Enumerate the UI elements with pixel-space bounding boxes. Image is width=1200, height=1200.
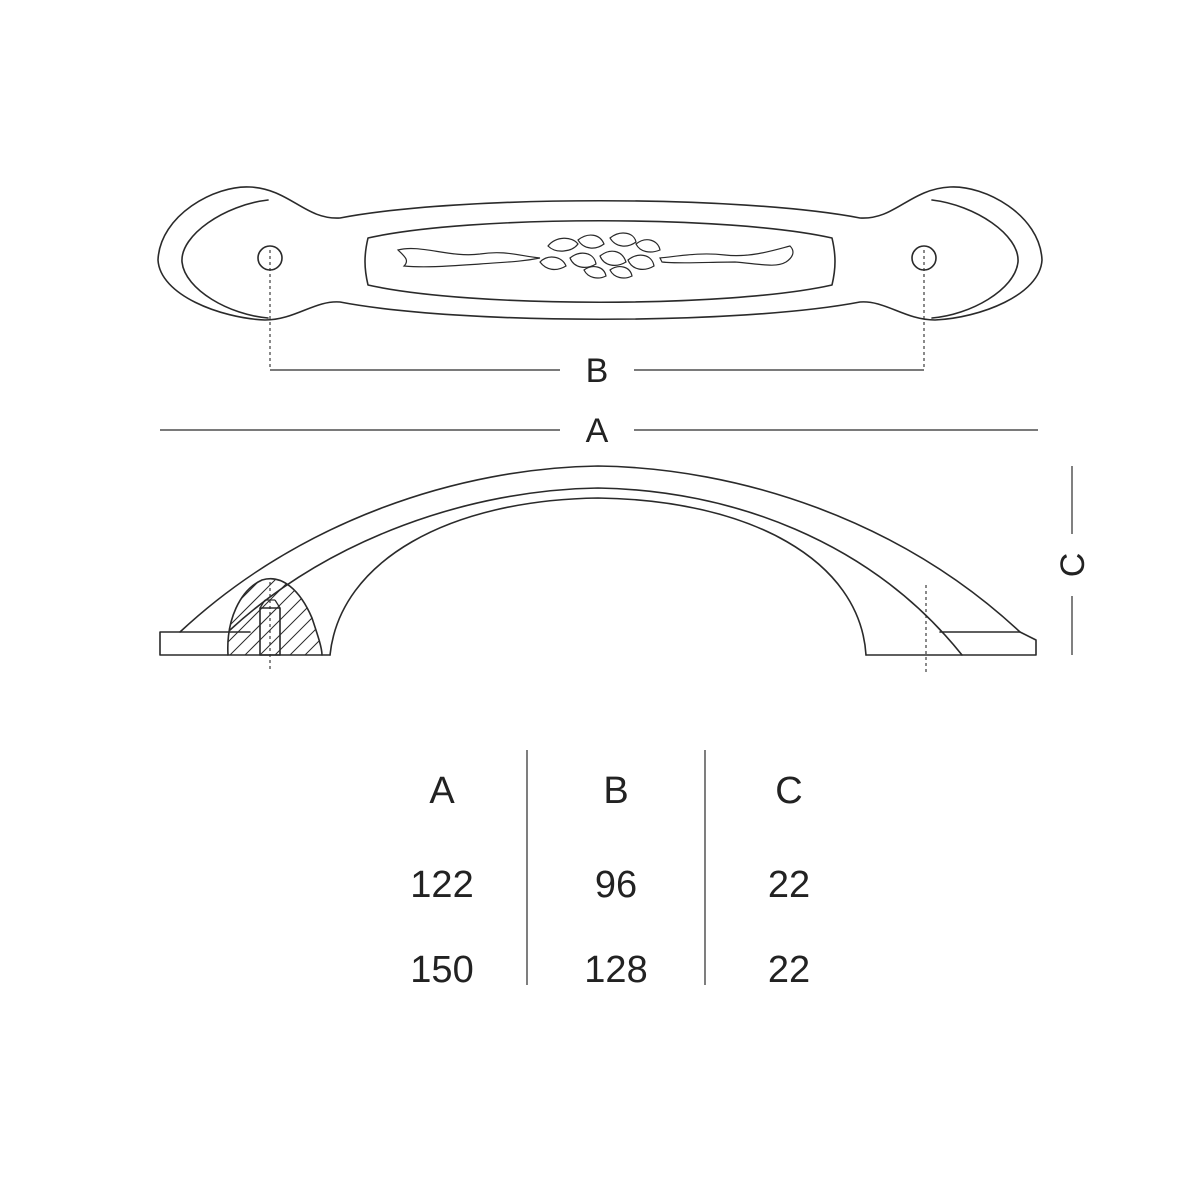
size-table: A B C 122 96 22 150 128 22 (410, 750, 810, 991)
left-foot (159, 631, 331, 656)
table-cell: 128 (584, 949, 647, 991)
table-cell: 150 (410, 949, 473, 991)
underside-arch (329, 497, 867, 656)
dimension-a-label: A (586, 412, 609, 450)
table-header-c: C (775, 770, 802, 812)
dimension-a: A (160, 412, 1038, 450)
left-end-inner-rim (181, 199, 269, 319)
table-header-b: B (603, 770, 628, 812)
right-foot (865, 631, 1037, 656)
table-cell: 22 (768, 864, 810, 906)
dimension-b-label: B (586, 352, 609, 390)
section-outline (227, 578, 323, 656)
section-hatching (227, 578, 322, 655)
floral-ornament (396, 232, 794, 279)
dimension-c: C (1054, 466, 1092, 655)
handle-top-outline (157, 186, 1043, 321)
table-cell: 122 (410, 864, 473, 906)
table-cell: 22 (768, 949, 810, 991)
dimension-b: B (270, 352, 924, 390)
right-end-inner-rim (931, 199, 1019, 319)
outer-arch (179, 465, 1021, 633)
upper-inner-edge (229, 487, 963, 656)
decor-panel (364, 219, 836, 304)
table-cell: 96 (595, 864, 637, 906)
handle-top-view (157, 186, 1043, 368)
dimension-c-label: C (1054, 553, 1092, 578)
table-header-a: A (429, 770, 455, 812)
handle-side-view (159, 465, 1037, 672)
